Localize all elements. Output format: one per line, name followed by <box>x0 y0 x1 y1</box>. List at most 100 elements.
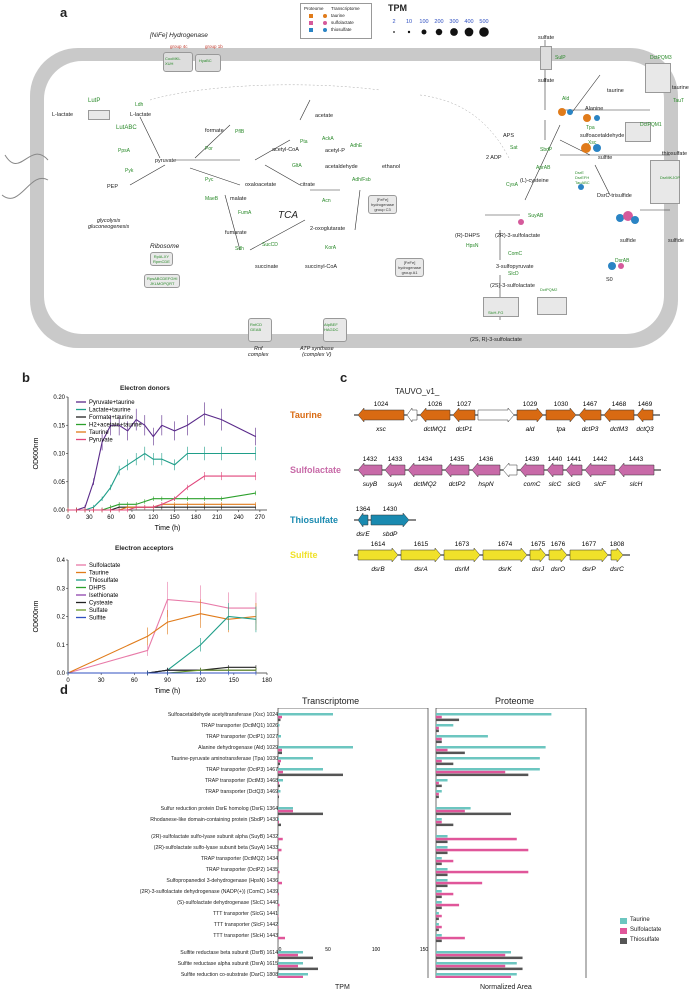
hyabc-genes: HyaBC <box>199 58 212 63</box>
gene-locus-number: 1469 <box>638 401 653 408</box>
gene-arrow <box>357 462 383 478</box>
citrate-label: citrate <box>300 182 315 188</box>
gene-locus-number: 1024 <box>374 401 389 408</box>
nife-hydrogenase-label: [NiFe] Hydrogenase <box>150 32 208 39</box>
gene-locus-number: 1030 <box>554 401 569 408</box>
expression-bar <box>278 870 280 874</box>
protein-label: Alanine dehydrogenase (Ald) 1029 <box>198 745 278 751</box>
x-tick-label: 210 <box>212 515 223 521</box>
x-tick-label: 180 <box>191 515 202 521</box>
legend-transcriptome: Transcriptome <box>331 6 360 11</box>
gene-locus-number: 1673 <box>455 541 470 548</box>
x-tick-label: 120 <box>196 678 207 684</box>
x-tick-label: 0 <box>66 678 70 684</box>
gene-name: dsrE <box>356 531 370 538</box>
panel-a-legend: Proteome Transcriptome taurine sulfolact… <box>300 3 372 39</box>
legend-label: Cysteate <box>89 601 113 607</box>
gene-name: dctM3 <box>610 426 628 433</box>
gene-name: dsrC <box>610 566 624 573</box>
acetaldehyde-label: acetaldehyde <box>325 164 358 170</box>
x-tick-label: 60 <box>107 515 114 521</box>
ald-label: Ald <box>562 96 570 102</box>
expression-bar <box>436 807 471 810</box>
protein-label: Sulfopropanediol 3-dehydrogenase (HpsN) … <box>166 878 278 884</box>
y-axis-label: OD600nm <box>33 600 40 632</box>
x-tick-label: 180 <box>262 678 273 684</box>
gene-locus-number: 1435 <box>450 456 465 463</box>
rnf-genes: RnfCD GEAB <box>250 322 263 332</box>
gene-arrow <box>471 462 501 478</box>
gene-name: slcH <box>630 481 643 488</box>
gene-arrow <box>419 407 451 423</box>
expression-bar <box>436 901 442 904</box>
y-axis-label: OD600nm <box>33 437 40 469</box>
gene-arrow <box>565 462 583 478</box>
gene-name: comC <box>524 481 541 488</box>
gene-name: xsc <box>375 426 387 433</box>
gene-locus-number: 1808 <box>610 541 625 548</box>
gene-locus-number: 1615 <box>414 541 429 548</box>
legend-swatch-taurine <box>309 14 313 18</box>
sulfopyruvate-label: 3-sulfopyruvate <box>496 264 534 270</box>
dctpqm1-label: DctPQM1 <box>640 122 662 128</box>
sulfolactate-r-label: (2R)-3-sulfolactate <box>495 233 541 239</box>
x-axis-label: Time (h) <box>155 688 181 695</box>
tpm-scale-dot <box>393 31 395 33</box>
succinylcoa-label: succinyl-CoA <box>305 264 338 270</box>
slch-label: SlcH-FG <box>488 310 504 315</box>
gene-locus-number: 1430 <box>383 506 398 513</box>
dctpqm3-transporter <box>645 63 671 93</box>
protein-label: TTT transporter (SlcH) 1443 <box>213 933 278 939</box>
gene-locus-number: 1441 <box>567 456 582 463</box>
gene-name: dsrK <box>498 566 512 573</box>
expression-bar <box>436 857 442 860</box>
fuma-label: FumA <box>238 210 252 216</box>
inset-tick-label: 50 <box>325 947 331 953</box>
x-tick-label: 30 <box>98 678 105 684</box>
gene-arrow <box>370 512 410 528</box>
expression-bar <box>436 751 465 755</box>
y-tick-label: 0.0 <box>57 671 66 677</box>
sulfolactate-out-label: (2S, R)-3-sulfolactate <box>470 337 522 343</box>
tpm-scale-value: 10 <box>406 19 412 25</box>
legend-label: Formate+taurine <box>89 415 134 421</box>
comc-label: ComC <box>508 251 523 257</box>
expression-bar <box>278 881 282 885</box>
expression-bar <box>278 781 279 785</box>
tpm-scale-value: 100 <box>419 19 428 25</box>
pep-label: PEP <box>107 184 119 190</box>
gene-arrow <box>444 462 470 478</box>
tpm-scale-dot <box>464 27 474 37</box>
xsc-label: Xsc <box>588 140 597 146</box>
legend-label: Isethionate <box>89 593 119 599</box>
protein-label: TRAP transporter (DctQ3) 1469 <box>205 789 278 795</box>
tpa-label: Tpa <box>586 125 595 131</box>
glta-label: GltA <box>292 163 302 169</box>
protein-label: TRAP transporter (DctP1) 1027 <box>205 734 278 740</box>
dsrc-trisulfide-label: DsrC-trisulfide <box>597 193 632 199</box>
ldh-label: Ldh <box>135 102 144 108</box>
lutp-label: LutP <box>88 98 101 104</box>
legend-swatch-sulfolactate <box>309 21 313 25</box>
inset-tick-label: 100 <box>372 947 381 953</box>
protein-label: (2R)-sulfolactate sulfo-lyase subunit be… <box>153 845 278 851</box>
slch-transporter <box>483 297 519 317</box>
gene-arrow <box>502 462 518 478</box>
aps-label: APS <box>503 133 515 139</box>
expression-bar <box>278 770 283 774</box>
sulfide-label: sulfide <box>620 238 636 244</box>
gene-name: dsrA <box>414 566 427 573</box>
expression-bar <box>436 762 454 766</box>
x-tick-label: 150 <box>229 678 240 684</box>
gene-locus-number: 1027 <box>457 401 472 408</box>
adhe-label: AdhE <box>350 143 363 149</box>
gene-arrow <box>443 547 481 563</box>
ribosome-label: Ribosome <box>150 243 180 250</box>
succinate-label: succinate <box>255 264 279 270</box>
y-tick-label: 0.2 <box>57 615 66 621</box>
gene-name: dctMQ2 <box>414 481 437 488</box>
proteome-title: Proteome <box>495 696 535 706</box>
tpm-scale-value: 300 <box>449 19 458 25</box>
legend-label: Thiosulfate <box>630 937 660 943</box>
